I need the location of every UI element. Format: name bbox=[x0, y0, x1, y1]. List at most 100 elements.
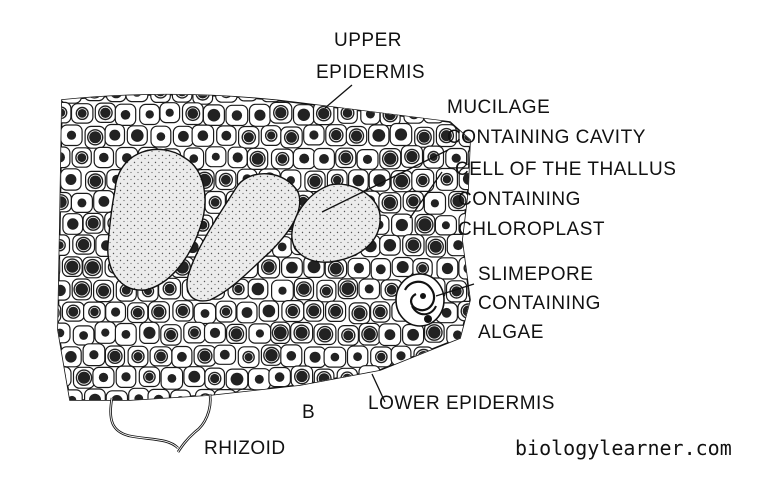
thallus-cell bbox=[381, 367, 403, 389]
chloroplast bbox=[418, 218, 432, 232]
chloroplast bbox=[262, 304, 276, 318]
chloroplast bbox=[143, 326, 156, 339]
leader-cell bbox=[409, 171, 443, 219]
chloroplast bbox=[207, 108, 221, 122]
chloroplast bbox=[101, 328, 110, 337]
leader-upper-epidermis bbox=[324, 84, 353, 109]
thallus-cell bbox=[150, 94, 171, 104]
chloroplast bbox=[309, 130, 319, 140]
chloroplast-ring bbox=[86, 94, 103, 99]
chloroplast bbox=[441, 262, 454, 275]
chloroplast bbox=[318, 328, 332, 341]
chloroplast bbox=[58, 196, 67, 208]
chloroplast bbox=[286, 351, 297, 361]
chloroplast bbox=[342, 108, 353, 118]
chloroplast bbox=[452, 195, 465, 207]
chloroplast bbox=[230, 328, 242, 340]
chloroplast bbox=[319, 154, 329, 164]
chloroplast bbox=[187, 108, 199, 119]
chloroplast bbox=[364, 284, 374, 294]
chloroplast bbox=[90, 307, 99, 317]
chloroplast bbox=[386, 284, 397, 295]
chloroplast-ring bbox=[458, 94, 470, 99]
chloroplast bbox=[232, 152, 243, 163]
chloroplast bbox=[45, 397, 55, 407]
chloroplast bbox=[58, 152, 66, 163]
chloroplast bbox=[307, 94, 320, 100]
chloroplast bbox=[177, 351, 187, 362]
chloroplast bbox=[58, 241, 64, 250]
chloroplast-ring bbox=[153, 94, 168, 99]
thallus-cell bbox=[467, 236, 470, 258]
chloroplast bbox=[328, 395, 341, 401]
chloroplast bbox=[275, 107, 287, 119]
chloroplast bbox=[362, 154, 373, 164]
label-lower-epidermis: LOWER EPIDERMIS bbox=[368, 393, 555, 414]
chloroplast bbox=[132, 307, 143, 318]
chloroplast bbox=[331, 129, 342, 141]
chloroplast bbox=[350, 392, 364, 401]
chloroplast-ring bbox=[58, 171, 60, 188]
chloroplast bbox=[67, 218, 79, 230]
chloroplast bbox=[98, 285, 110, 297]
thallus-cell bbox=[336, 367, 359, 389]
chloroplast-ring bbox=[329, 94, 344, 100]
chloroplast bbox=[197, 94, 208, 99]
chloroplast bbox=[418, 264, 427, 273]
label-mucilage: MUCILAGE bbox=[447, 97, 550, 118]
chloroplast-ring bbox=[218, 393, 232, 401]
chloroplast bbox=[145, 372, 154, 381]
chloroplast bbox=[353, 307, 366, 320]
chloroplast bbox=[384, 152, 397, 165]
chloroplast bbox=[472, 241, 484, 253]
chloroplast bbox=[475, 373, 483, 381]
chloroplast bbox=[153, 394, 164, 401]
thallus-cell bbox=[468, 366, 470, 389]
thallus-cell bbox=[281, 389, 302, 401]
chloroplast bbox=[274, 372, 285, 382]
chloroplast bbox=[244, 353, 253, 362]
thallus-cell bbox=[467, 147, 470, 169]
chloroplast bbox=[66, 130, 77, 140]
chloroplast bbox=[77, 238, 90, 251]
thallus-cell bbox=[422, 102, 445, 124]
chloroplast bbox=[428, 108, 439, 118]
chloroplast bbox=[98, 372, 109, 383]
chloroplast bbox=[374, 94, 383, 96]
chloroplast bbox=[109, 94, 123, 99]
chloroplast bbox=[255, 329, 264, 338]
chloroplast bbox=[75, 283, 89, 296]
chloroplast-ring bbox=[58, 347, 59, 364]
chloroplast bbox=[109, 129, 121, 141]
chloroplast bbox=[419, 94, 432, 98]
chloroplast bbox=[46, 174, 58, 186]
chloroplast bbox=[210, 373, 220, 384]
chloroplast bbox=[45, 87, 55, 97]
chloroplast bbox=[89, 175, 102, 187]
chloroplast-ring bbox=[260, 392, 278, 401]
slimepore-with-algae bbox=[395, 273, 445, 327]
watermark: biologylearner.com bbox=[515, 436, 732, 460]
chloroplast bbox=[197, 130, 209, 141]
chloroplast bbox=[45, 306, 58, 319]
thallus-cell bbox=[215, 94, 238, 103]
chloroplast bbox=[199, 350, 211, 362]
chloroplast bbox=[375, 264, 386, 275]
chloroplast bbox=[164, 283, 175, 294]
chloroplast bbox=[330, 262, 342, 275]
thallus-cell bbox=[415, 94, 436, 102]
chloroplast bbox=[460, 94, 470, 97]
chloroplast bbox=[156, 351, 166, 362]
thallus-cell bbox=[194, 388, 216, 401]
chloroplast bbox=[407, 374, 417, 384]
chloroplast bbox=[100, 107, 111, 119]
chloroplast bbox=[86, 261, 99, 274]
mucilage-cavity-1 bbox=[107, 148, 206, 291]
chloroplast bbox=[340, 152, 352, 164]
chloroplast bbox=[242, 394, 252, 401]
chloroplast bbox=[397, 94, 407, 98]
chloroplast-ring bbox=[42, 130, 56, 144]
chloroplast bbox=[441, 307, 452, 318]
